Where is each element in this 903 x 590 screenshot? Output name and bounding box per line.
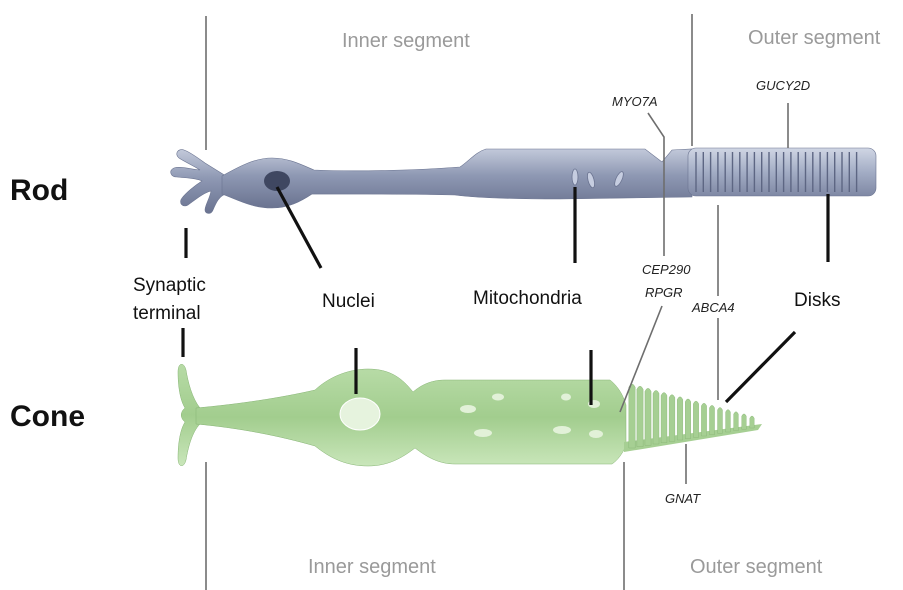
synaptic-terminal-label-line2: terminal xyxy=(133,303,201,324)
cone-cell xyxy=(178,364,762,466)
rpgr-label: RPGR xyxy=(645,285,683,300)
cep290-label: CEP290 xyxy=(642,262,691,277)
cone-mitochondrion-6 xyxy=(553,426,571,434)
cone-disk xyxy=(693,401,698,437)
cone-disk xyxy=(734,412,739,431)
cone-label: Cone xyxy=(10,400,85,433)
rod-cell xyxy=(171,148,876,213)
rod-mitochondrion-1 xyxy=(572,169,578,185)
disks-label: Disks xyxy=(794,290,840,311)
cone-disk xyxy=(669,395,675,442)
cone-disk xyxy=(645,388,651,445)
disks-pointer-cone xyxy=(726,332,795,402)
rod-outer-segment-title: Outer segment xyxy=(748,27,881,49)
rod-outer-segment xyxy=(688,148,876,196)
cone-disk xyxy=(718,407,723,433)
mitochondria-label: Mitochondria xyxy=(473,288,582,309)
nuclei-label: Nuclei xyxy=(322,291,375,312)
rod-inner-segment-title: Inner segment xyxy=(342,30,470,52)
cone-disk xyxy=(685,399,690,439)
cone-disk xyxy=(629,384,635,448)
cone-nucleus xyxy=(340,398,380,430)
gnat-label: GNAT xyxy=(665,491,701,506)
cone-mitochondrion-4 xyxy=(561,394,571,401)
cone-disk xyxy=(701,403,706,436)
cone-disk xyxy=(637,386,643,447)
synaptic-terminal-label-line1: Synaptic xyxy=(133,275,206,296)
cone-disk xyxy=(661,393,667,443)
rod-label: Rod xyxy=(10,174,68,207)
cone-mitochondrion-3 xyxy=(492,394,504,401)
cone-disk xyxy=(726,410,731,432)
gucy2d-label: GUCY2D xyxy=(756,78,810,93)
cone-disk xyxy=(677,397,683,440)
rod-synaptic-terminal xyxy=(171,150,226,214)
cone-outer-segment xyxy=(624,384,762,452)
myo7a-label: MYO7A xyxy=(612,94,658,109)
cone-disk xyxy=(653,390,659,444)
cone-outer-segment-title: Outer segment xyxy=(690,556,823,578)
cone-inner-segment-body xyxy=(196,369,626,466)
cone-mitochondrion-7 xyxy=(589,430,603,438)
cone-disk xyxy=(709,405,714,434)
abca4-label: ABCA4 xyxy=(691,300,735,315)
cone-outer-segment-base xyxy=(624,424,762,452)
cone-inner-segment-title: Inner segment xyxy=(308,556,436,578)
cone-mitochondrion-1 xyxy=(460,405,476,413)
cone-disk xyxy=(742,414,747,429)
cone-disk xyxy=(750,416,754,428)
cone-mitochondrion-2 xyxy=(474,429,492,437)
